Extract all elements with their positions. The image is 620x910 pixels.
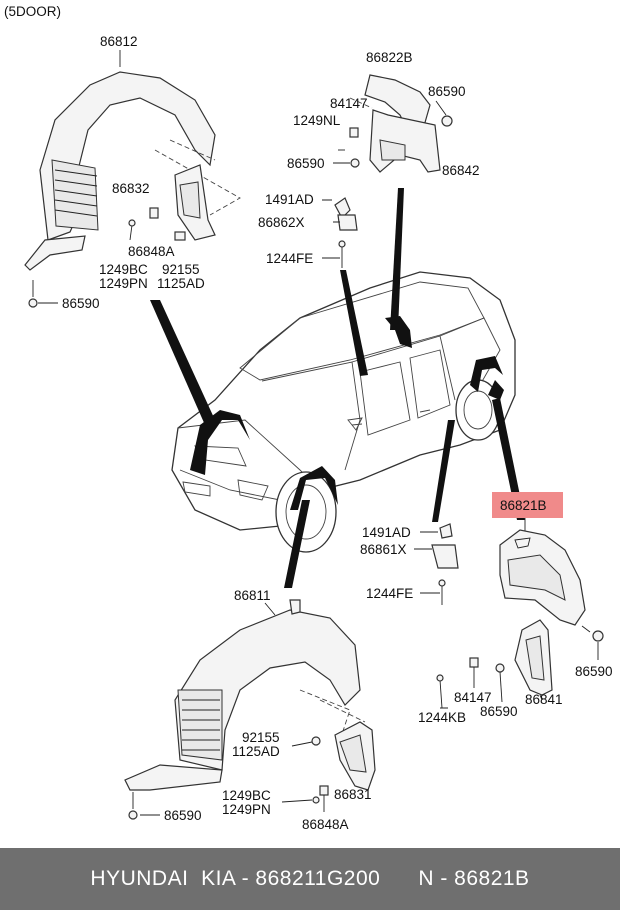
label-86848A-top: 86848A	[128, 244, 175, 259]
part-86861X-bracket	[414, 523, 459, 605]
highlight-box	[492, 492, 563, 518]
label-1249BC-bot: 1249BC	[222, 788, 271, 803]
label-84147-bot: 84147	[454, 690, 492, 705]
label-86812: 86812	[100, 34, 138, 49]
label-86862X: 86862X	[258, 215, 305, 230]
label-92155-bot: 92155	[242, 730, 280, 745]
label-1249BC-top: 1249BC	[99, 262, 148, 277]
label-1125AD-top: 1125AD	[157, 276, 205, 291]
label-84147-top: 84147	[330, 96, 368, 111]
part-86811-front-liner-lh	[124, 599, 366, 791]
label-1249NL: 1249NL	[293, 113, 341, 128]
part-86822B-86842-mud-flap	[333, 74, 453, 173]
fasteners-top-left	[28, 207, 186, 308]
label-86590-botmid: 86590	[480, 704, 518, 719]
variant-label: (5DOOR)	[4, 4, 61, 19]
parts-diagram: (5DOOR) 86812 86832 86848A 1249BC 1249PN…	[4, 4, 613, 832]
label-86590-topmid: 86590	[287, 156, 325, 171]
label-86841: 86841	[525, 692, 563, 707]
label-86832: 86832	[112, 181, 150, 196]
label-86590-topleft: 86590	[62, 296, 100, 311]
label-1491AD-bot: 1491AD	[362, 525, 411, 540]
footer-part-number-bar: HYUNDAI KIA - 868211G200 N - 86821B	[0, 848, 620, 910]
label-86590-topright: 86590	[428, 84, 466, 99]
label-1249PN-top: 1249PN	[99, 276, 148, 291]
label-86590-right: 86590	[575, 664, 613, 679]
part-86862X-bracket	[322, 197, 358, 268]
label-86811: 86811	[234, 588, 271, 603]
label-1244FE-bot: 1244FE	[366, 586, 413, 601]
part-86832-mud-guard-rh	[174, 164, 216, 241]
part-86821B-rear-liner	[492, 492, 604, 660]
part-86831-mud-guard-lh	[334, 721, 376, 791]
leader-wedges	[150, 188, 525, 588]
label-86590-botleft: 86590	[164, 808, 202, 823]
label-92155-top: 92155	[162, 262, 200, 277]
label-1249PN-bot: 1249PN	[222, 802, 271, 817]
part-86812-front-liner-rh	[24, 50, 241, 271]
label-86821B: 86821B	[500, 498, 547, 513]
label-86831: 86831	[334, 787, 372, 802]
label-86842: 86842	[442, 163, 480, 178]
fasteners-bottom-left	[128, 736, 329, 820]
label-86822B: 86822B	[366, 50, 413, 65]
label-1244FE-top: 1244FE	[266, 251, 313, 266]
callout-labels: (5DOOR) 86812 86832 86848A 1249BC 1249PN…	[4, 4, 613, 832]
label-86861X: 86861X	[360, 542, 407, 557]
car-illustration	[171, 271, 516, 553]
part-86841-rear-mud-flap	[436, 619, 553, 709]
label-86848A-bot: 86848A	[302, 817, 349, 832]
label-1491AD-top: 1491AD	[265, 192, 314, 207]
label-1244KB: 1244KB	[418, 710, 466, 725]
label-1125AD-bot: 1125AD	[232, 744, 280, 759]
